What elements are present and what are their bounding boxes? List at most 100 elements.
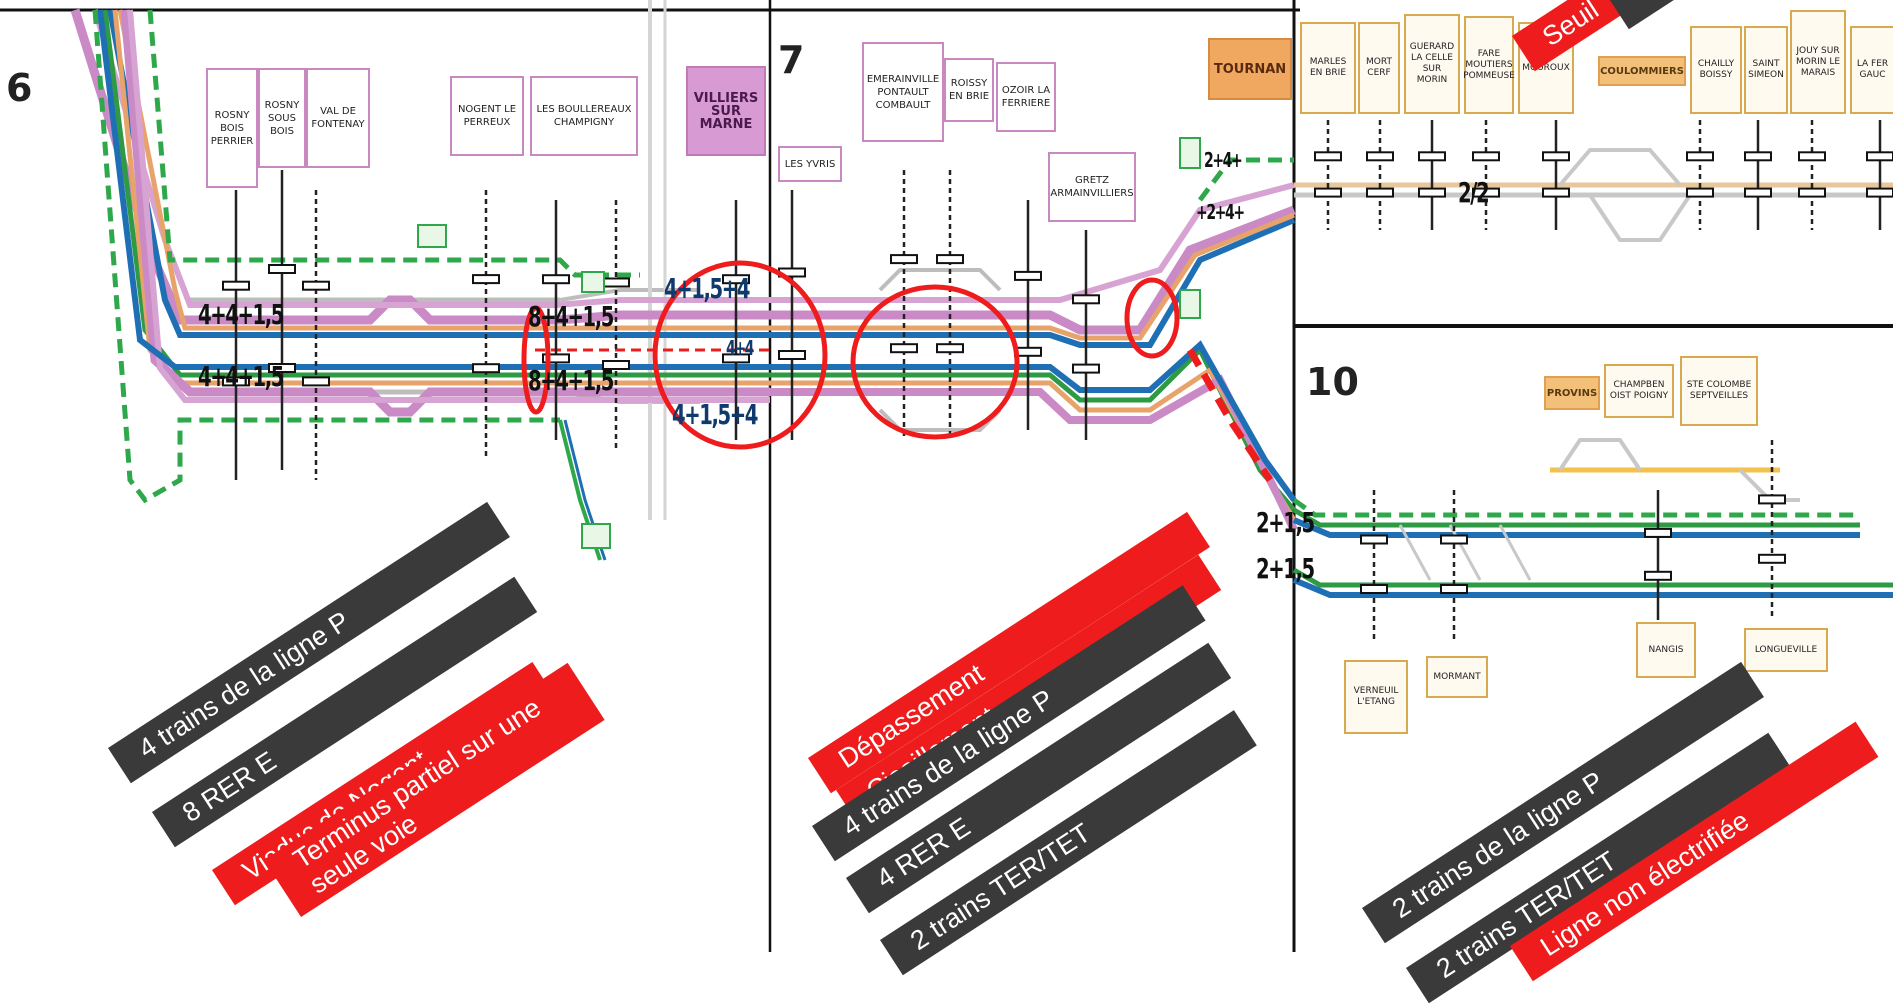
track-schematic xyxy=(0,0,1893,952)
platform-marker xyxy=(1798,187,1826,198)
station-verneuil-letang: VERNEUIL L'ETANG xyxy=(1344,660,1408,734)
station-mormant: MORMANT xyxy=(1426,656,1488,698)
platform-marker xyxy=(1758,494,1786,505)
station-roissy-en-brie: ROISSY EN BRIE xyxy=(944,58,994,122)
sector-number-7: 7 xyxy=(778,38,805,82)
platform-marker xyxy=(1014,270,1042,281)
platform-marker xyxy=(1360,584,1388,594)
station-tournan: TOURNAN xyxy=(1208,38,1292,100)
train-count-nogent-lower: 8+4+1,5 xyxy=(528,364,614,397)
platform-marker xyxy=(890,254,918,265)
line-tags xyxy=(417,137,1201,549)
station-markers xyxy=(222,120,1893,640)
platform-marker xyxy=(936,254,964,265)
station-ste-colombe: STE COLOMBE SEPTVEILLES xyxy=(1680,356,1758,426)
train-count-s9-split: 2/2 xyxy=(1458,176,1490,209)
platform-marker xyxy=(778,350,806,360)
train-count-s10-upper: 2+1,5 xyxy=(1256,506,1315,539)
platform-marker xyxy=(1686,151,1714,162)
platform-marker xyxy=(542,274,570,285)
station-rosny-sous-bois: ROSNY SOUS BOIS xyxy=(258,68,306,168)
platform-marker xyxy=(472,363,500,374)
platform-marker xyxy=(268,363,296,373)
station-les-yvris: LES YVRIS xyxy=(778,146,842,182)
cisaillement-highlight-circle xyxy=(1124,277,1180,359)
platform-marker xyxy=(1644,527,1672,538)
station-coulommiers: COULOMMIERS xyxy=(1598,56,1686,86)
highlight-circles xyxy=(521,260,1180,450)
platform-marker xyxy=(1744,187,1772,198)
train-count-villiers-lower: 4+1,5+4 xyxy=(672,398,758,431)
platform-marker xyxy=(1440,534,1468,545)
platform-marker xyxy=(222,376,250,387)
platform-marker xyxy=(1360,534,1388,545)
sector-10-tracks xyxy=(1292,438,1893,598)
platform-marker xyxy=(1542,151,1570,162)
platform-marker xyxy=(890,343,918,354)
station-longueville: LONGUEVILLE xyxy=(1744,628,1828,672)
station-mortcerf: MORT CERF xyxy=(1358,22,1400,114)
station-faremoutiers: FARE MOUTIERS POMMEUSE xyxy=(1463,16,1515,114)
platform-marker xyxy=(1072,294,1100,305)
platform-marker xyxy=(1418,187,1446,198)
platform-marker xyxy=(722,353,750,364)
platform-marker xyxy=(1744,151,1772,162)
sector-number-10: 10 xyxy=(1306,360,1359,404)
station-val-de-fontenay: VAL DE FONTENAY xyxy=(306,68,370,168)
platform-marker xyxy=(1758,553,1786,564)
train-count-villiers-mid: 4+4 xyxy=(726,336,754,360)
platform-marker xyxy=(1866,187,1893,198)
platform-marker xyxy=(1314,151,1342,162)
station-les-boullereaux: LES BOULLEREAUX CHAMPIGNY xyxy=(530,76,638,156)
platform-marker xyxy=(1440,584,1468,594)
nogent-highlight-circle xyxy=(521,305,551,415)
platform-marker xyxy=(268,264,296,274)
platform-marker xyxy=(472,274,500,285)
platform-marker xyxy=(1472,187,1500,198)
platform-marker xyxy=(1542,187,1570,198)
train-count-villiers-upper: 4+1,5+4 xyxy=(664,272,750,305)
platform-marker xyxy=(1644,570,1672,581)
train-count-nogent-upper: 8+4+1,5 xyxy=(528,300,614,333)
station-guerard: GUERARD LA CELLE SUR MORIN xyxy=(1404,14,1460,114)
station-nangis: NANGIS xyxy=(1636,622,1696,678)
platform-marker xyxy=(302,280,330,291)
station-rosny-bois-perrier: ROSNY BOIS PERRIER xyxy=(206,68,258,188)
platform-marker xyxy=(602,277,630,288)
platform-marker xyxy=(222,280,250,291)
station-ozoir-la-ferriere: OZOIR LA FERRIERE xyxy=(996,62,1056,132)
platform-marker xyxy=(722,274,750,285)
station-villiers-sur-marne: VILLIERS SUR MARNE xyxy=(686,66,766,156)
platform-marker xyxy=(1314,187,1342,198)
station-jouy-sur-morin: JOUY SUR MORIN LE MARAIS xyxy=(1790,10,1846,114)
train-count-tournan-upper: 2+4+ xyxy=(1204,148,1243,172)
sector-7-tracks xyxy=(770,157,1298,532)
villiers-highlight-circle xyxy=(652,260,828,450)
station-chailly-boissy: CHAILLY BOISSY xyxy=(1690,26,1742,114)
sector-number-6: 6 xyxy=(6,66,33,110)
platform-marker xyxy=(1366,187,1394,198)
platform-marker xyxy=(542,353,570,364)
platform-marker xyxy=(1866,151,1893,162)
platform-marker xyxy=(1366,151,1394,162)
station-gretz-armainvilliers: GRETZ ARMAINVILLIERS xyxy=(1048,152,1136,222)
sector-6-tracks xyxy=(70,0,770,561)
train-count-s6-upper: 4+4+1,5 xyxy=(198,298,284,331)
station-marles-en-brie: MARLES EN BRIE xyxy=(1300,22,1356,114)
platform-marker xyxy=(302,376,330,387)
station-saint-simeon: SAINT SIMEON xyxy=(1744,26,1788,114)
station-la-ferte-gaucher: LA FER GAUC xyxy=(1850,26,1893,114)
train-count-tournan-lower: +2+4+ xyxy=(1196,200,1245,224)
platform-marker xyxy=(1072,363,1100,374)
train-count-s6-lower: 4+4+1,5 xyxy=(198,360,284,393)
platform-marker xyxy=(1798,151,1826,162)
station-provins: PROVINS xyxy=(1544,376,1600,410)
depassement-highlight-circle xyxy=(850,284,1020,440)
station-emerainville: EMERAINVILLE PONTAULT COMBAULT xyxy=(862,42,944,142)
station-champbenoist-poigny: CHAMPBEN OIST POIGNY xyxy=(1604,364,1674,418)
platform-marker xyxy=(1472,151,1500,162)
platform-marker xyxy=(936,343,964,354)
platform-marker xyxy=(1418,151,1446,162)
train-count-s10-lower: 2+1,5 xyxy=(1256,552,1315,585)
